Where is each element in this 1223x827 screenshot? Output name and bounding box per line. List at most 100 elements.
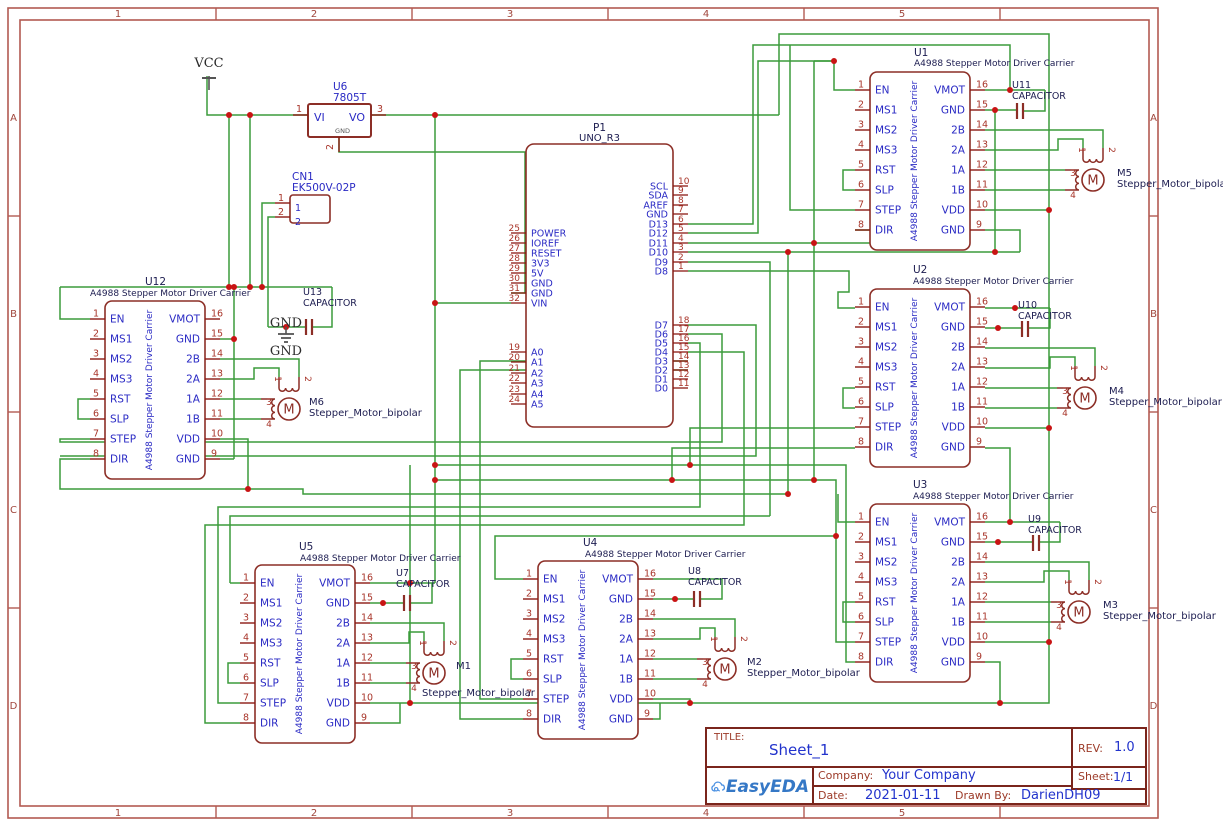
wire[interactable] bbox=[778, 33, 1050, 210]
wire[interactable] bbox=[842, 601, 855, 623]
company-value[interactable]: Your Company bbox=[882, 768, 976, 783]
pin-number: 3 bbox=[858, 120, 864, 131]
wire[interactable] bbox=[985, 347, 1096, 366]
wire[interactable] bbox=[411, 583, 433, 604]
pin-name: GND bbox=[335, 127, 350, 135]
wire[interactable] bbox=[206, 76, 308, 116]
wire[interactable] bbox=[688, 60, 834, 234]
wire[interactable] bbox=[653, 618, 736, 637]
wire[interactable] bbox=[790, 44, 1011, 90]
pin-name: A5 bbox=[531, 400, 544, 411]
pin-name: D9 bbox=[655, 258, 668, 269]
wire[interactable] bbox=[985, 447, 1011, 522]
wire[interactable] bbox=[59, 333, 723, 443]
wire[interactable] bbox=[494, 535, 836, 580]
wire[interactable] bbox=[59, 458, 788, 495]
wire[interactable] bbox=[985, 561, 1090, 580]
wire[interactable] bbox=[370, 631, 425, 644]
sheet-title[interactable]: Sheet_1 bbox=[769, 741, 830, 759]
wire[interactable] bbox=[688, 261, 771, 516]
wire[interactable] bbox=[261, 202, 275, 287]
wire[interactable] bbox=[689, 427, 855, 465]
wire[interactable] bbox=[229, 515, 770, 583]
wire[interactable] bbox=[220, 438, 249, 489]
wire[interactable] bbox=[313, 287, 333, 328]
wire[interactable] bbox=[985, 138, 1084, 151]
pin-number: 2 bbox=[738, 636, 748, 642]
wire[interactable] bbox=[671, 447, 855, 480]
pin-name: 1B bbox=[619, 674, 633, 686]
wire[interactable] bbox=[1029, 308, 1051, 329]
wire[interactable] bbox=[510, 658, 523, 680]
wire[interactable] bbox=[1040, 522, 1061, 543]
wire[interactable] bbox=[220, 367, 280, 380]
wire[interactable] bbox=[833, 61, 855, 91]
junction-dot bbox=[259, 284, 265, 290]
motor-ref: M2 bbox=[747, 657, 762, 668]
wire[interactable] bbox=[267, 216, 275, 327]
wire[interactable] bbox=[217, 342, 701, 704]
pin-number: 26 bbox=[509, 234, 521, 244]
wire[interactable] bbox=[60, 324, 757, 457]
wire[interactable] bbox=[59, 287, 90, 320]
wire[interactable] bbox=[370, 703, 401, 724]
wire[interactable] bbox=[837, 494, 855, 523]
frame-row-label: A bbox=[1150, 113, 1157, 124]
wire[interactable] bbox=[653, 627, 716, 640]
wire[interactable] bbox=[653, 703, 661, 720]
pin-name: EN bbox=[543, 574, 558, 586]
date-value[interactable]: 2021-01-11 bbox=[865, 788, 941, 803]
wire[interactable] bbox=[204, 351, 745, 724]
rev-value[interactable]: 1.0 bbox=[1114, 740, 1135, 755]
wire[interactable] bbox=[701, 579, 723, 600]
wire[interactable] bbox=[985, 661, 1001, 703]
wire[interactable] bbox=[370, 622, 445, 641]
chip-vertical-label: A4988 Stepper Motor Driver Carrier bbox=[910, 297, 920, 458]
wire[interactable] bbox=[77, 398, 90, 420]
wire[interactable] bbox=[435, 479, 855, 643]
pin-number: 11 bbox=[644, 669, 656, 680]
wire[interactable] bbox=[842, 169, 855, 191]
wire[interactable] bbox=[985, 229, 1021, 252]
wire[interactable] bbox=[220, 358, 300, 377]
wire[interactable] bbox=[985, 356, 1076, 369]
wire[interactable] bbox=[985, 129, 1104, 148]
wire[interactable] bbox=[842, 387, 855, 409]
wire[interactable] bbox=[985, 570, 1070, 583]
vcc-flag[interactable]: VCC bbox=[193, 56, 224, 90]
pin-name: STEP bbox=[110, 434, 136, 446]
wire[interactable] bbox=[688, 270, 855, 309]
wire[interactable] bbox=[1024, 90, 1046, 112]
wire[interactable] bbox=[688, 44, 790, 225]
wire[interactable] bbox=[227, 662, 240, 684]
pin-name: D4 bbox=[655, 348, 668, 359]
wire[interactable] bbox=[338, 137, 526, 294]
wire[interactable] bbox=[435, 464, 855, 663]
sheet-value[interactable]: 1/1 bbox=[1113, 769, 1134, 784]
drawn-by-value[interactable]: DarienDH09 bbox=[1021, 788, 1101, 803]
wire[interactable] bbox=[789, 45, 855, 211]
